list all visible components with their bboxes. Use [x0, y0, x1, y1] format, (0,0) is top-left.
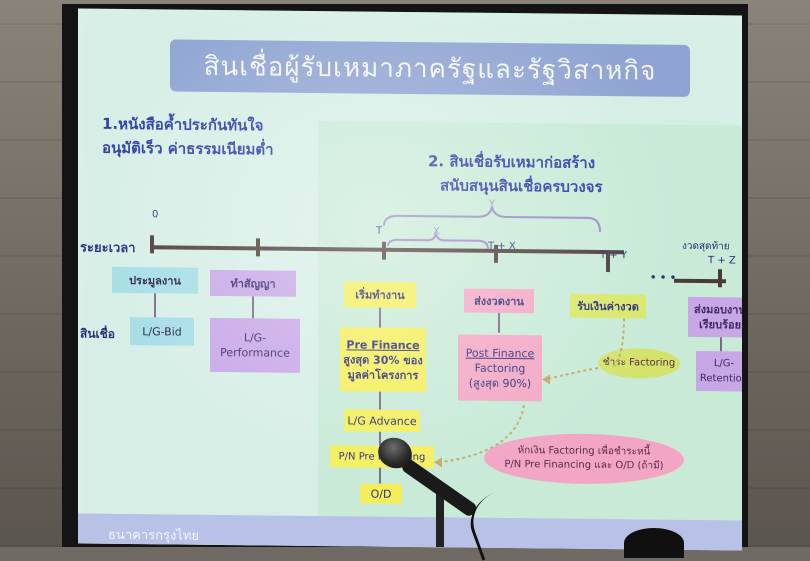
stage-start: เริ่มทำงาน: [344, 281, 416, 309]
section1-heading-line2: อนุมัติเร็ว ค่าธรรมเนียมต่ำ: [102, 138, 274, 159]
last-period-label: งวดสุดท้าย: [682, 240, 730, 253]
tick-label-0: 0: [152, 209, 159, 221]
brace-y: [383, 206, 601, 233]
stage-contract: ทำสัญญา: [210, 269, 296, 297]
product-lg-performance: L/G- Performance: [210, 317, 300, 373]
stage-handover: ส่งมอบงาน เรียบร้อย: [688, 296, 742, 338]
connector-handover: [720, 337, 722, 352]
connector-contract: [252, 296, 254, 319]
timeline-dots: • • •: [650, 272, 677, 284]
product-lg-retention: L/G- Retention: [696, 350, 742, 392]
product-pre-finance-line3: มูลค่าโครงการ: [347, 367, 419, 382]
product-od: O/D: [360, 483, 402, 504]
slide-title: สินเชื่อผู้รับเหมาภาครัฐและรัฐวิสาหกิจ: [170, 39, 690, 97]
product-lg-performance-line2: Performance: [220, 346, 290, 360]
credit-label: สินเชื่อ: [80, 326, 115, 341]
stage-bid: ประมูลงาน: [112, 266, 198, 294]
stage-handover-line1: ส่งมอบงาน: [694, 302, 742, 317]
product-lg-advance: L/G Advance: [344, 409, 420, 433]
connector-bid: [154, 293, 156, 318]
timeline-label: ระยะเวลา: [80, 240, 136, 257]
brace-xy: [383, 206, 601, 249]
section1-heading-line1: 1.หนังสือค้ำประกันทันใจ: [102, 114, 264, 135]
microphone-stand: [436, 484, 444, 547]
product-lg-retention-line2: Retention: [699, 373, 742, 385]
bank-footer-text: ธนาคารกรุงไทย: [108, 527, 200, 544]
product-lg-bid: L/G-Bid: [130, 317, 194, 346]
brace-x-label: X: [433, 226, 440, 238]
product-pre-finance: Pre Finance สูงสุด 30% ของ มูลค่าโครงการ: [340, 327, 426, 393]
projected-slide: สินเชื่อผู้รับเหมาภาครัฐและรัฐวิสาหกิจ 1…: [78, 8, 742, 551]
arrow-post-to-pn: [437, 405, 525, 464]
tick-tz: [718, 269, 722, 288]
product-lg-retention-line1: L/G-: [713, 358, 735, 370]
connector-pre-adv: [379, 391, 381, 410]
arrowhead-repay-to-post: [542, 374, 550, 385]
arrow-receive-to-repay: [613, 318, 625, 367]
brace-y-label: Y: [489, 198, 496, 210]
tick-contract: [256, 238, 260, 257]
connector-pn-od: [379, 467, 381, 484]
arrowhead-post-to-pn: [434, 457, 442, 468]
connector-start: [379, 307, 381, 328]
audience-head-silhouette: [624, 528, 684, 558]
product-pre-finance-line2: สูงสุด 30% ของ: [343, 352, 423, 367]
tick-label-tz: T + Z: [708, 255, 736, 267]
section2-heading-line1: 2. สินเชื่อรับเหมาก่อสร้าง: [428, 152, 596, 172]
section2-heading-line2: สนับสนุนสินเชื่อครบวงจร: [440, 176, 603, 197]
stage-handover-line2: เรียบร้อย: [698, 318, 742, 332]
stage-deliver: ส่งงวดงาน: [464, 288, 534, 314]
product-lg-performance-line1: L/G-: [243, 331, 267, 345]
product-pre-finance-line1: Pre Finance: [346, 337, 420, 352]
arrow-repay-to-post: [545, 366, 599, 381]
tick-0: [150, 235, 154, 254]
dotted-arrows: [434, 318, 625, 468]
brace-x: [387, 231, 489, 249]
